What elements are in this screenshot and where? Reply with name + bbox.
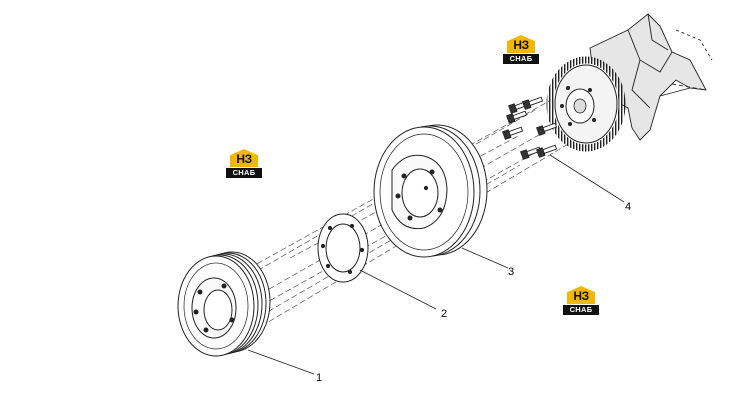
logo-house-shape xyxy=(507,35,535,53)
brand-logo: НЗ СНАБ xyxy=(226,149,262,179)
bolts xyxy=(502,96,558,160)
damper-pulley xyxy=(177,251,271,357)
logo-bottom-text: СНАБ xyxy=(226,168,262,178)
logo-bottom-text: СНАБ xyxy=(563,305,599,315)
logo-house-shape xyxy=(567,286,595,304)
brand-logo: НЗ СНАБ xyxy=(563,286,599,316)
logo-top-text: НЗ xyxy=(513,38,529,52)
ring-gear xyxy=(546,56,626,152)
logo-top-text: НЗ xyxy=(573,289,589,303)
leader-lines xyxy=(247,154,625,375)
part-label-4: 4 xyxy=(625,201,631,213)
pulley xyxy=(373,124,488,258)
part-label-1: 1 xyxy=(316,372,322,384)
part-label-2: 2 xyxy=(441,308,447,320)
logo-bottom-text: СНАБ xyxy=(503,54,539,64)
part-label-3: 3 xyxy=(508,266,514,278)
logo-top-text: НЗ xyxy=(236,152,252,166)
logo-house-shape xyxy=(230,149,258,167)
gasket xyxy=(317,213,369,283)
brand-logo: НЗ СНАБ xyxy=(503,35,539,65)
